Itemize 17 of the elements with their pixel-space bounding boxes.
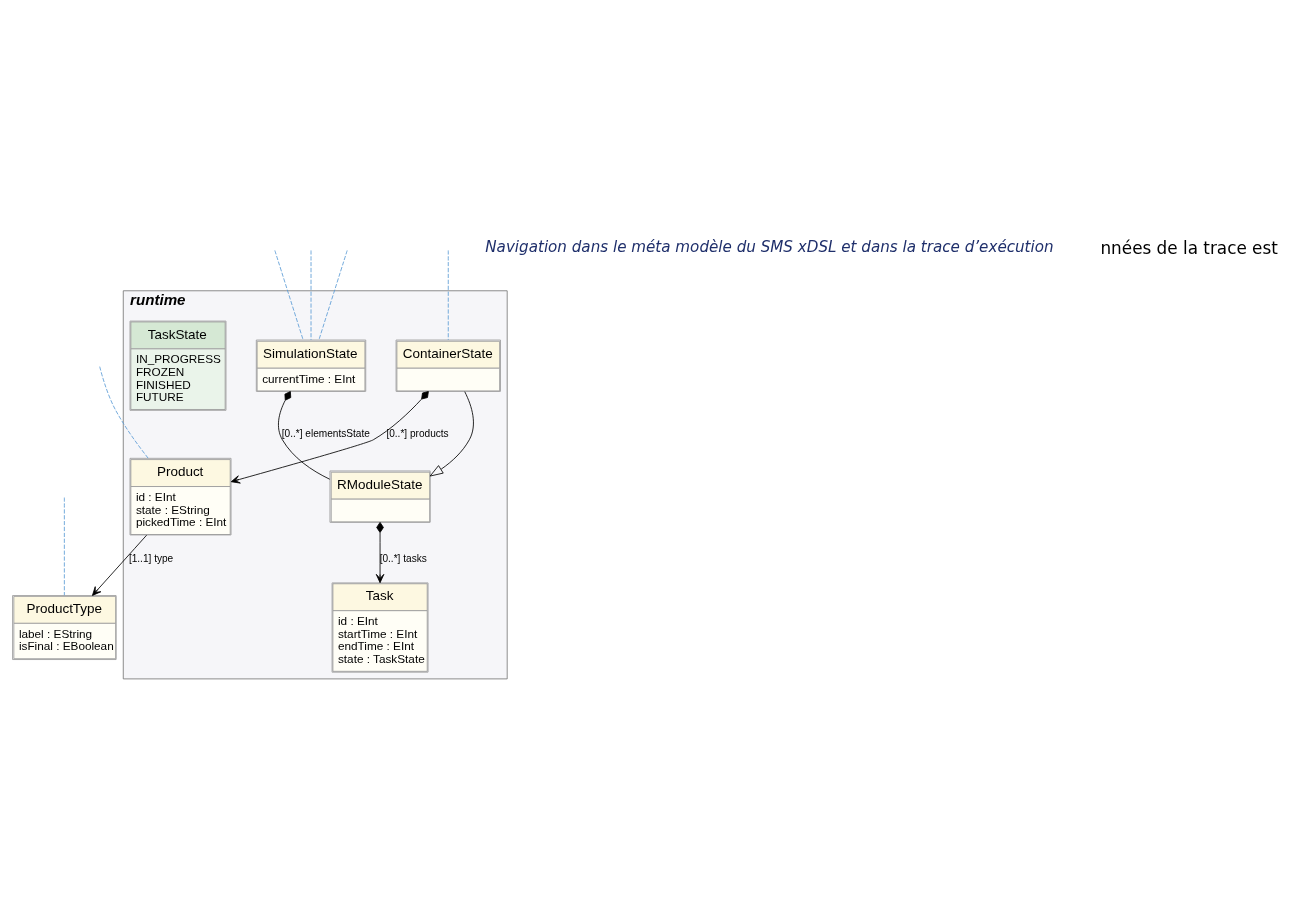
edge-label: [0..*] products [386, 427, 449, 439]
connector [318, 249, 348, 340]
connector [310, 249, 312, 340]
arrow [92, 534, 148, 596]
label: Navigation dans le méta modèle du SMS xDSL et dans la trace d’exécution [485, 237, 1054, 256]
connector [63, 496, 65, 596]
connector [274, 249, 304, 340]
connector [447, 249, 449, 340]
edge-label: [0..*] tasks [379, 552, 427, 564]
connector [99, 365, 149, 459]
edge-label: [0..*] elementsState [281, 427, 370, 439]
arrow [375, 521, 385, 583]
connector [278, 390, 331, 480]
arrow [230, 390, 429, 484]
arrow [429, 390, 474, 476]
edge-label: [1..1] type [128, 552, 174, 564]
label: nnées de la trace est [1100, 237, 1278, 258]
